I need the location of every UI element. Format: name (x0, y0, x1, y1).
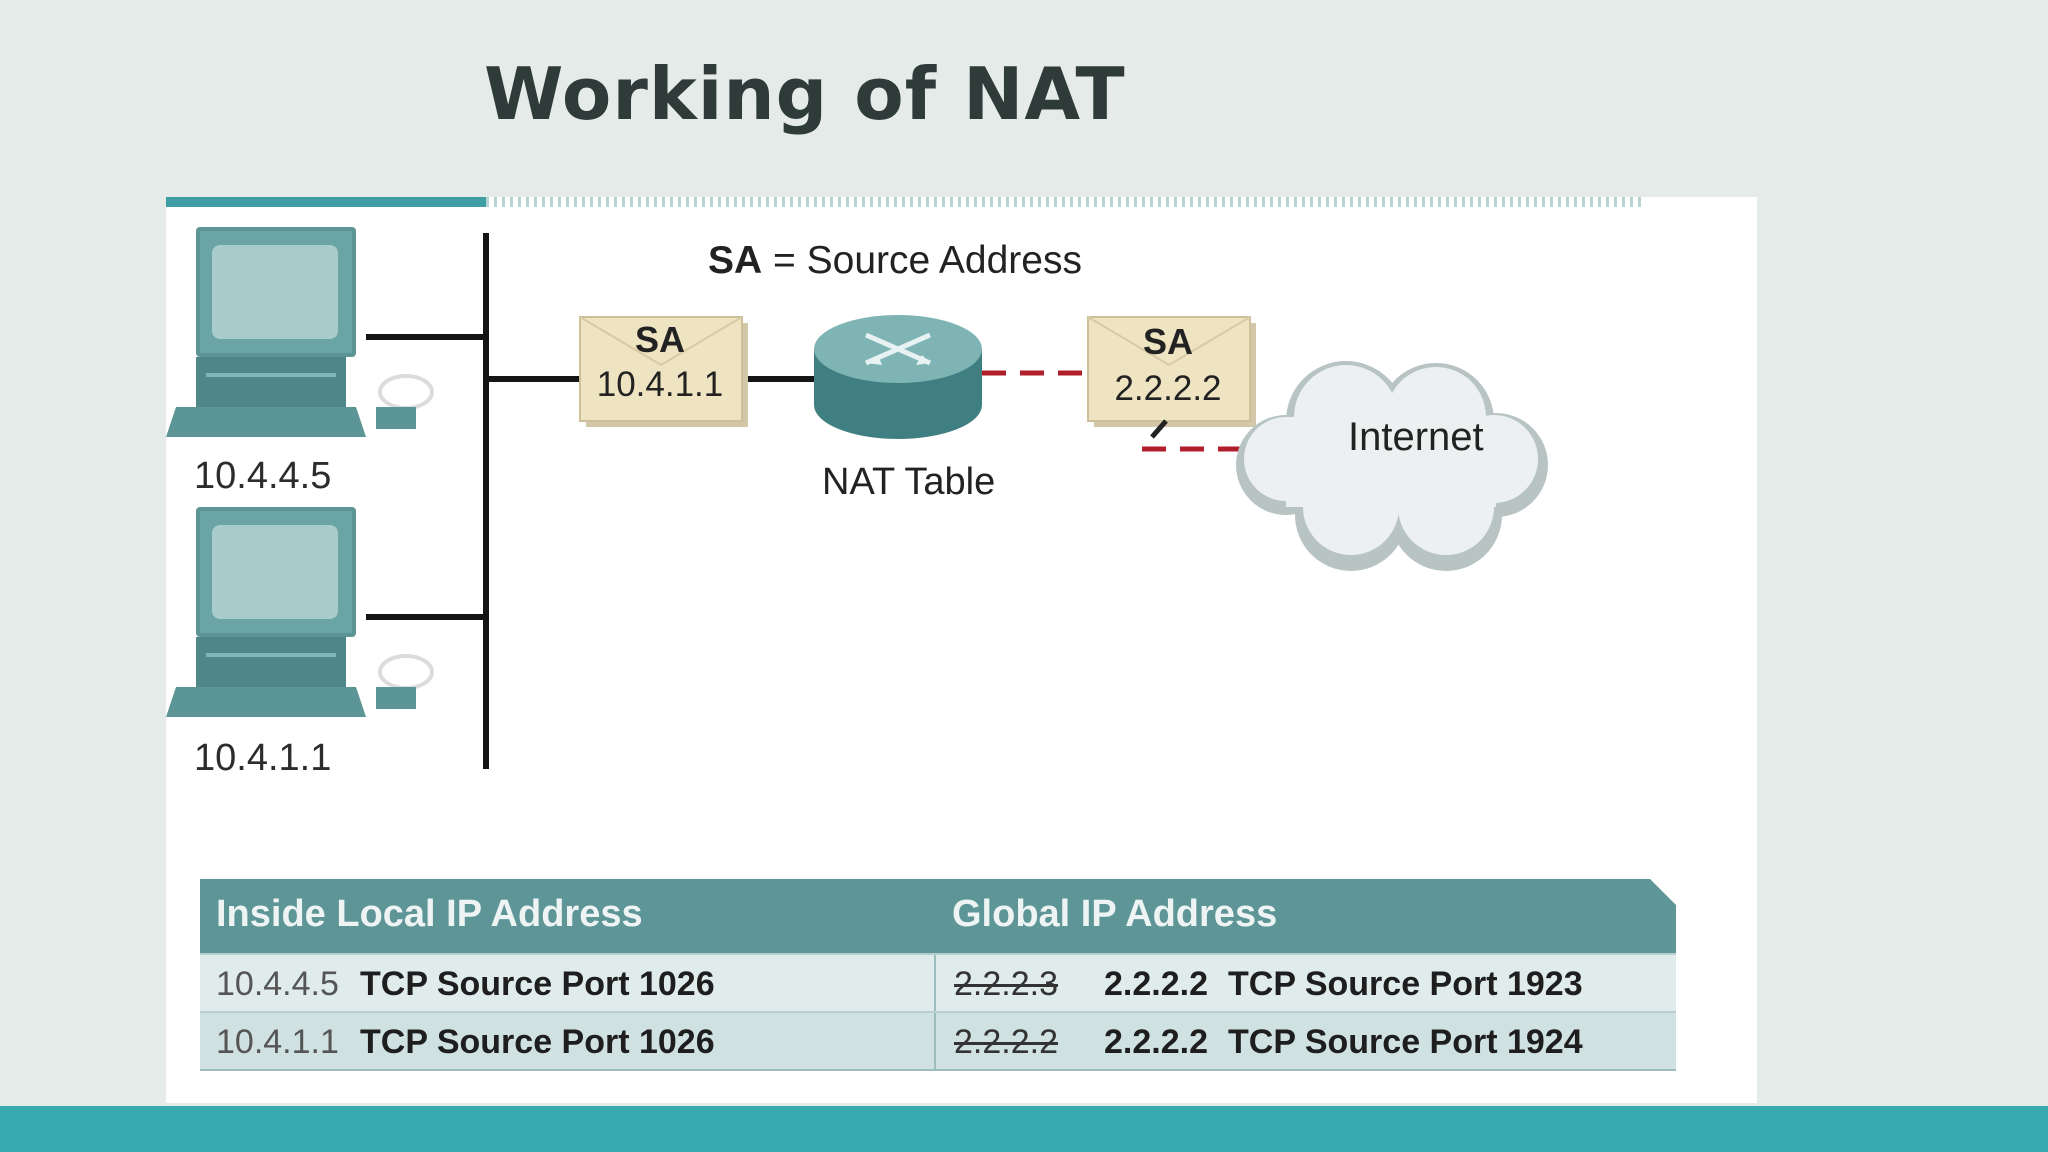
local-port-cell: TCP Source Port 1026 (360, 965, 715, 1003)
page-title: Working of NAT (484, 52, 1126, 136)
legend: SA = Source Address (708, 239, 1082, 283)
global-port-cell: TCP Source Port 1924 (1228, 1023, 1583, 1061)
column-header-inside-local: Inside Local IP Address (216, 893, 643, 935)
old-global-ip-cell: 2.2.2.2 (954, 1023, 1058, 1061)
router-icon (814, 315, 982, 439)
packet-label: SA (634, 319, 685, 360)
cloud-icon (1236, 361, 1548, 571)
host-ip-label: 10.4.1.1 (194, 737, 332, 779)
global-port-cell: TCP Source Port 1923 (1228, 965, 1583, 1003)
global-ip-cell: 2.2.2.2 (1104, 965, 1208, 1003)
packet-envelope-icon (1087, 316, 1256, 439)
top-accent-strip (166, 197, 486, 207)
host-ip-label: 10.4.4.5 (194, 455, 332, 497)
local-ip-cell: 10.4.1.1 (216, 1023, 339, 1061)
legend-abbr: SA (708, 239, 763, 282)
nat-table-header: Inside Local IP Address Global IP Addres… (200, 879, 1676, 953)
computer-icon (166, 507, 434, 717)
packet-address: 10.4.1.1 (596, 365, 724, 404)
router-caption: NAT Table (822, 461, 996, 503)
bottom-accent-bar (0, 1106, 2048, 1152)
table-row: 10.4.4.5 TCP Source Port 1026 2.2.2.3 2.… (200, 953, 1676, 1011)
local-ip-cell: 10.4.4.5 (216, 965, 339, 1003)
table-row: 10.4.1.1 TCP Source Port 1026 2.2.2.2 2.… (200, 1011, 1676, 1071)
old-global-ip-cell: 2.2.2.3 (954, 965, 1058, 1003)
packet-label: SA (1142, 321, 1193, 362)
local-port-cell: TCP Source Port 1026 (360, 1023, 715, 1061)
diagram-graphics (166, 197, 1646, 769)
column-header-global: Global IP Address (952, 893, 1278, 935)
packet-address: 2.2.2.2 (1114, 369, 1222, 408)
computer-icon (166, 227, 434, 437)
packet-envelope-icon (579, 316, 748, 427)
nat-table: Inside Local IP Address Global IP Addres… (200, 879, 1676, 1071)
legend-text: = Source Address (773, 239, 1082, 282)
cloud-label: Internet (1348, 415, 1484, 459)
global-ip-cell: 2.2.2.2 (1104, 1023, 1208, 1061)
nat-diagram: 10.4.4.5 10.4.1.1 SA = Source Address SA… (166, 197, 1757, 1103)
